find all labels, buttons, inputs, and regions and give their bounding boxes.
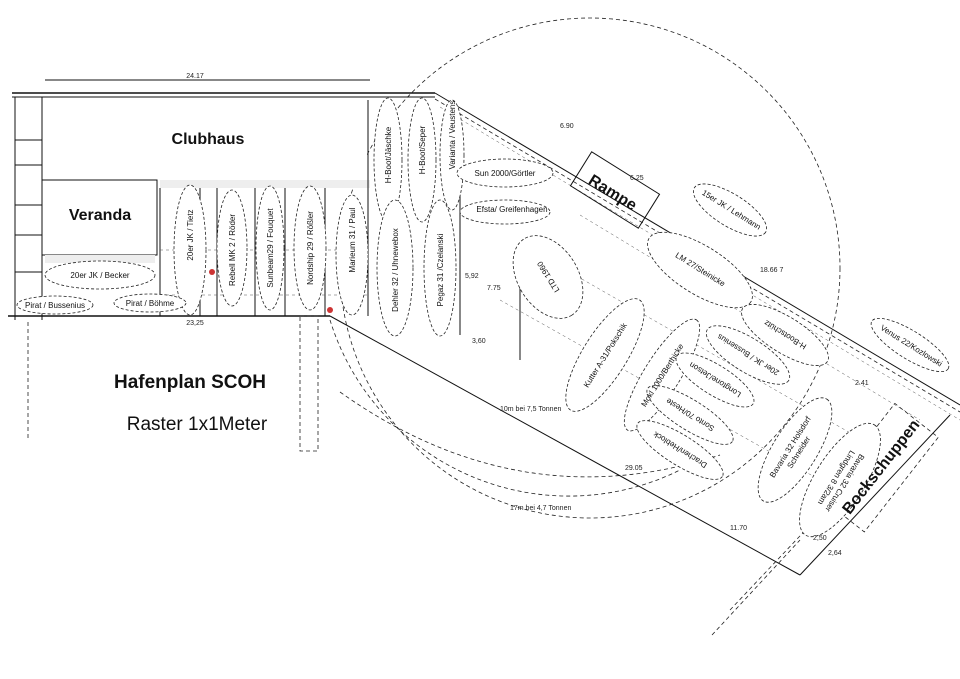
left-grid-column (14, 97, 43, 320)
boat-veustens (439, 99, 465, 211)
crane-radius-arc (339, 391, 721, 478)
boat-seper (407, 97, 437, 223)
boat-label-seper: H-Boot/Seper (418, 125, 427, 174)
dim-592: 5,92 (465, 273, 479, 280)
boat-fouquet (255, 185, 285, 311)
boat-mokl (623, 318, 701, 432)
boat-pokschik (565, 298, 645, 412)
boat-label-pegaz: Pegaz 31 /Czelanski (436, 233, 445, 306)
dim-690: 6.90 (560, 123, 574, 130)
boat-dehler (376, 199, 414, 337)
veranda-shade (45, 255, 155, 263)
crane-inner-label: 10m bei 7,5 Tonnen (500, 406, 561, 413)
boat-hboot-schuetz (741, 304, 829, 366)
boat-label-bussenius-pirat: Pirat / Bussenius (25, 301, 85, 310)
boat-label-roessler: Nordship 29 / Rößler (306, 211, 315, 285)
veranda-label: Veranda (69, 207, 131, 224)
page-title: Hafenplan SCOH (114, 372, 266, 393)
boat-venus (870, 317, 950, 373)
slip-lane (299, 315, 319, 452)
boat-bussenius-jk (705, 325, 791, 385)
boat-label-veustens: Varianta / Veustens (448, 101, 457, 170)
page-subtitle: Raster 1x1Meter (127, 414, 268, 435)
boat-sun2000 (456, 158, 554, 188)
boat-label-sun2000: Sun 2000/Görtler (475, 169, 536, 178)
marker-dot (327, 307, 333, 313)
boat-steinicke (647, 231, 753, 309)
boat-label-becker: 20er JK / Becker (70, 271, 129, 280)
crane-outer-label: 17m bei 4,7 Tonnen (510, 505, 571, 512)
dim-1170: 11.70 (730, 525, 747, 532)
boat-roeder (216, 189, 248, 307)
boat-label-boehme: Pirat / Böhme (126, 299, 175, 308)
boat-label-dehler: Dehler 32 / Uhnewebox (391, 228, 400, 312)
boat-greifenhagen (459, 199, 551, 225)
rampe-area (569, 151, 661, 229)
boat-label-jaeschke: H-Boot/Jäschke (384, 126, 393, 183)
boat-pegaz (423, 199, 457, 337)
boat-becker (44, 260, 156, 290)
dim-bottom-width: 23,25 (186, 320, 204, 327)
clubhaus-building (42, 100, 367, 180)
dim-360: 3,60 (472, 338, 486, 345)
marker-dot (209, 269, 215, 275)
boat-boehme (113, 293, 187, 313)
dim-2905: 29.05 (625, 465, 643, 472)
crane-radius-inner-arc (329, 319, 681, 497)
boat-roessler (293, 185, 327, 311)
boat-ltd (512, 235, 584, 319)
boat-lehmann (692, 183, 768, 237)
boat-bavaria-cruiser (799, 422, 881, 538)
clubhaus-shade (160, 180, 370, 188)
dim-264: 2,64 (828, 550, 842, 557)
boat-bussenius-pirat (16, 295, 94, 315)
dim-1866: 18.66 7 (760, 267, 783, 274)
boat-sonto (646, 385, 734, 445)
boat-drachen (636, 420, 724, 480)
boat-tietz (173, 184, 207, 316)
boat-label-greifenhagen: Efsta/ Greifenhagen (476, 205, 547, 214)
clubhaus-label: Clubhaus (172, 131, 245, 148)
dim-top-width: 24.17 (186, 73, 204, 80)
boat-label-fouquet: Sunbeam29 / Fouquet (266, 208, 275, 288)
dim-775: 7.75 (487, 285, 501, 292)
dim-241: 2.41 (855, 380, 869, 387)
boat-bavaria-holsdorf (757, 397, 833, 503)
boat-label-tietz: 20er JK / Tietz (186, 209, 195, 260)
boat-paul (335, 194, 369, 316)
dim-250: 2,50 (813, 535, 827, 542)
dim-625: 6.25 (630, 175, 644, 182)
boat-label-roeder: Rebell MK 2 / Röder (228, 214, 237, 286)
boat-longtone (675, 352, 755, 408)
boat-label-paul: Marieum 31 / Paul (348, 207, 357, 272)
